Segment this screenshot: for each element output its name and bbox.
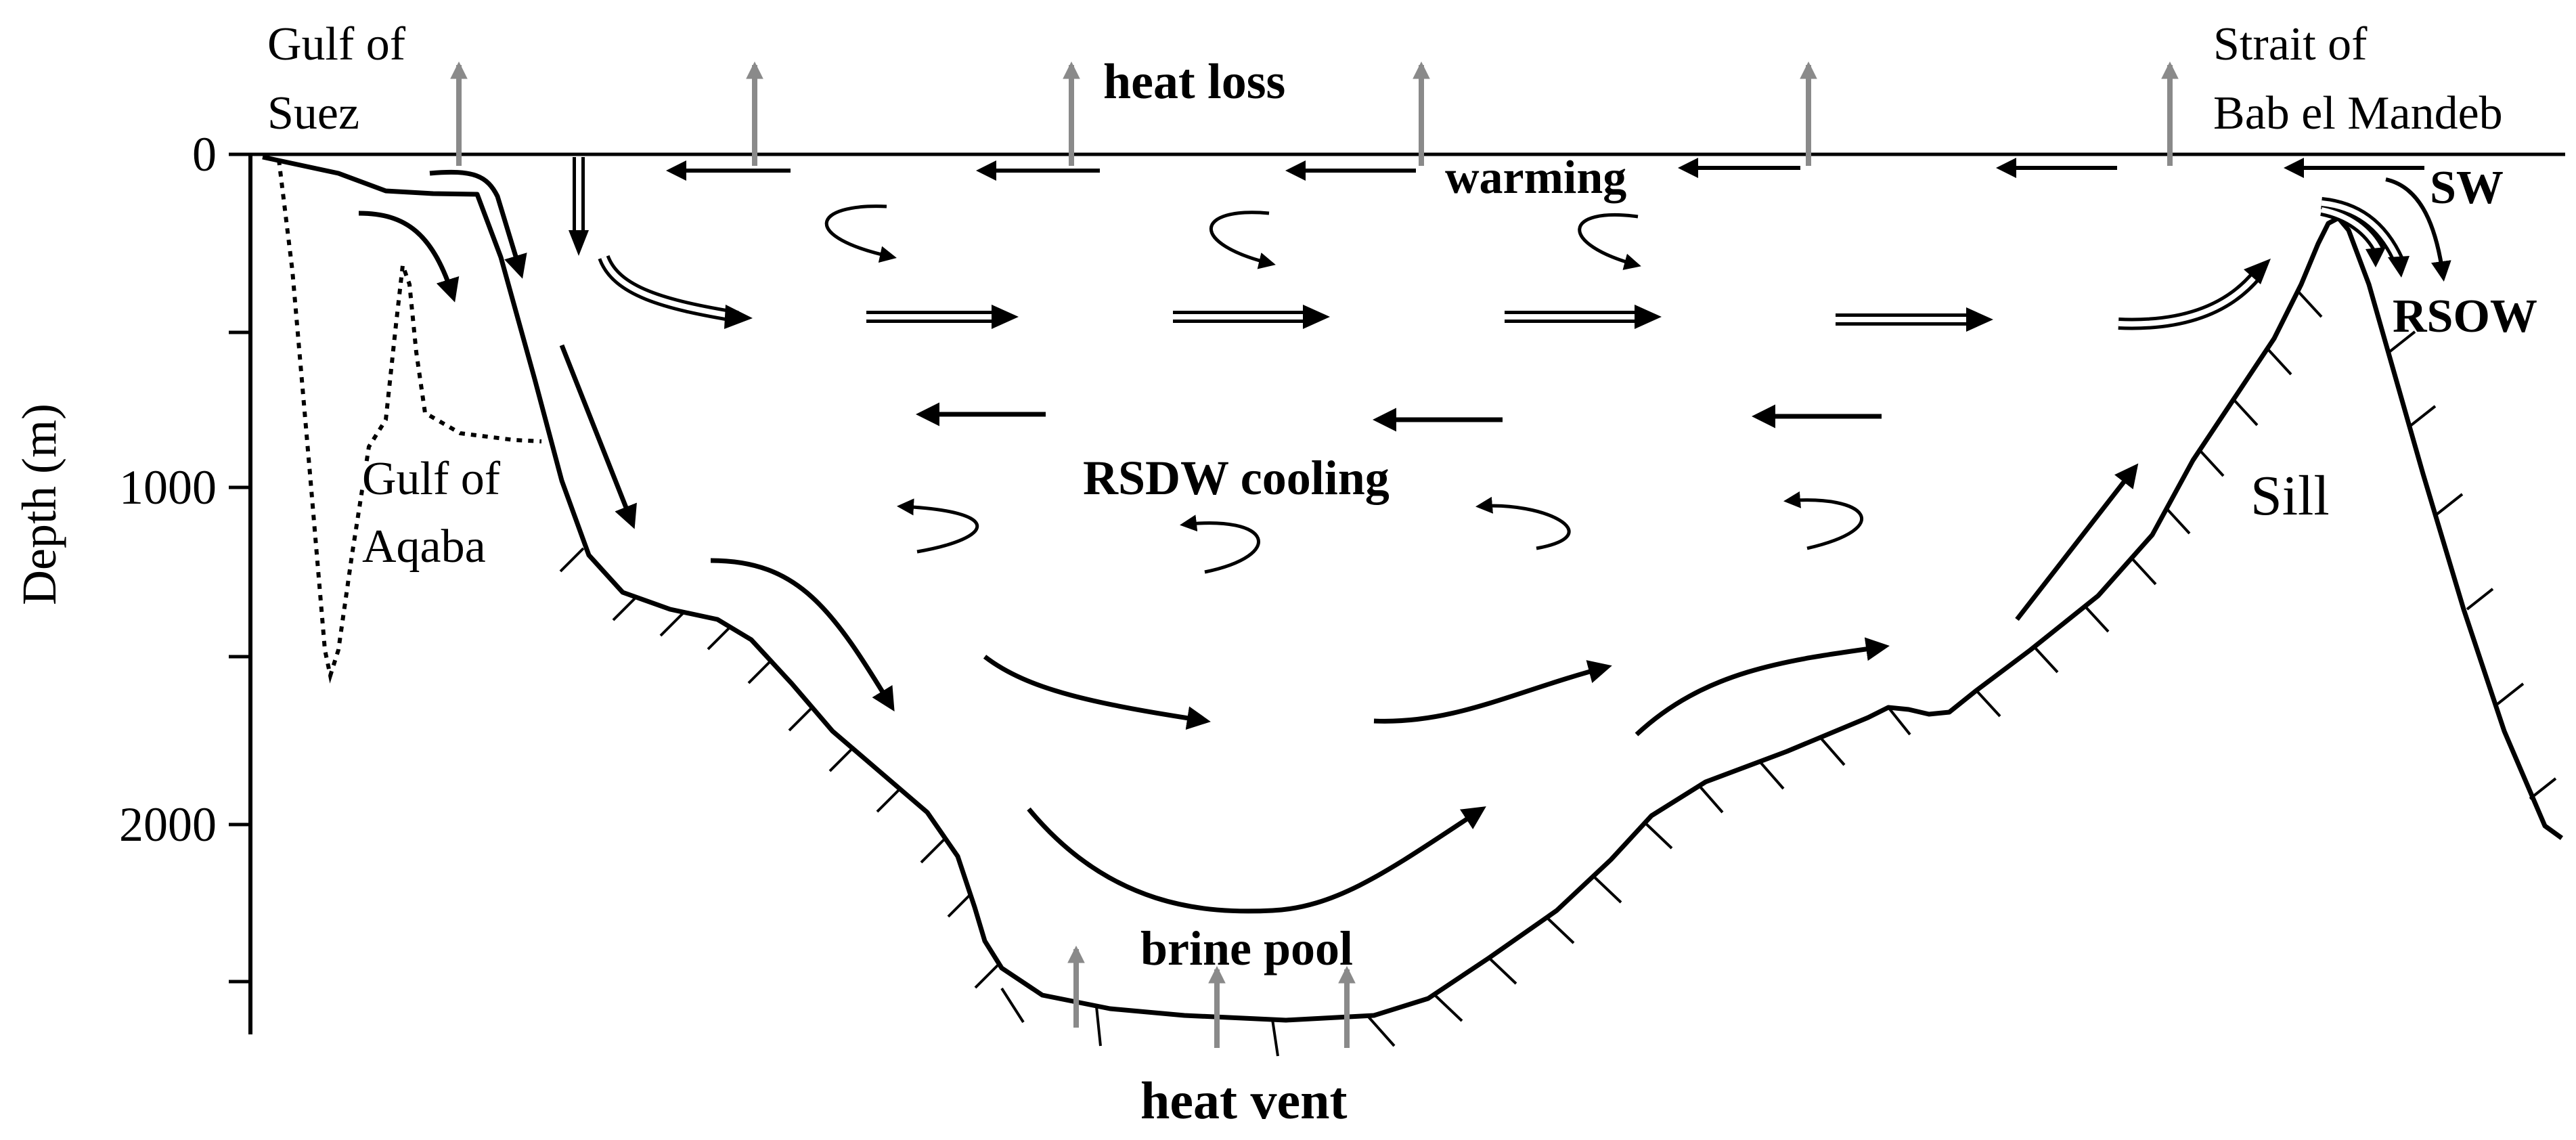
label-gulf-of-aqaba-line2: Aqaba [362, 521, 486, 573]
label-sill: Sill [2250, 464, 2330, 527]
label-warming: warming [1445, 152, 1626, 204]
y-axis-label: Depth (m) [12, 403, 66, 605]
label-heat-loss: heat loss [1103, 54, 1285, 110]
label-gulf-of-suez-line2: Suez [267, 87, 359, 139]
y-tick-label-0: 0 [192, 127, 217, 181]
warming-eddies [824, 204, 1641, 270]
heat-loss-arrows [450, 61, 2179, 166]
label-strait-line1: Strait of [2213, 18, 2368, 70]
heat-vent-arrows [1067, 945, 1356, 1048]
rsdw-return-arrows [916, 402, 1882, 432]
strait-outflow-arrows [2382, 166, 2451, 282]
deep-circulation-arrows [358, 169, 2139, 914]
label-rsdw-cooling: RSDW cooling [1083, 451, 1390, 505]
label-brine-pool: brine pool [1140, 921, 1353, 975]
depth-axis: 0 1000 2000 Depth (m) [12, 127, 252, 1034]
seafloor-profile [262, 154, 2564, 1023]
gulf-of-aqaba-profile [277, 159, 542, 684]
seafloor-hatching [559, 290, 2557, 1057]
label-rsow: RSOW [2393, 290, 2537, 343]
label-heat-vent: heat vent [1140, 1071, 1347, 1130]
y-tick-label-2000: 2000 [119, 797, 217, 852]
label-gulf-of-aqaba-line1: Gulf of [362, 453, 501, 505]
diagram-labels: Gulf of Suez Strait of Bab el Mandeb hea… [267, 18, 2537, 1130]
rsdw-eddies [897, 491, 1863, 574]
intermediate-outflow-arrows [569, 157, 2410, 332]
label-sw: SW [2430, 162, 2504, 214]
label-strait-line2: Bab el Mandeb [2213, 87, 2503, 139]
label-gulf-of-suez-line1: Gulf of [267, 18, 406, 70]
y-tick-label-1000: 1000 [119, 460, 217, 514]
